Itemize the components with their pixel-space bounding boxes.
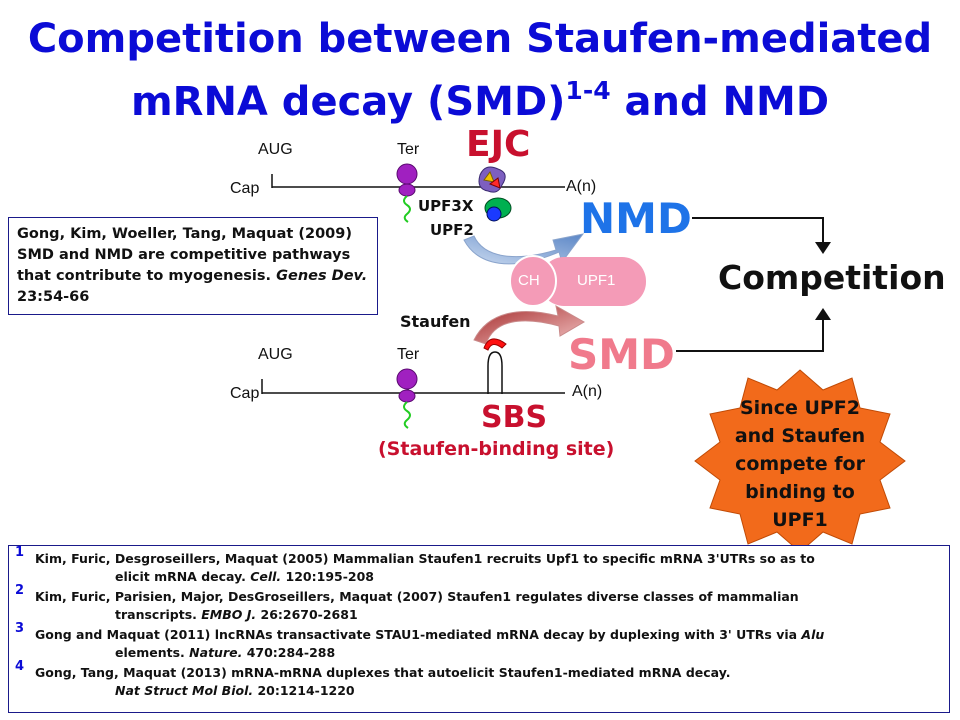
citation-box: Gong, Kim, Woeller, Tang, Maquat (2009) … xyxy=(8,217,378,315)
bottom-mrna xyxy=(261,368,565,429)
sbs-label: SBS xyxy=(481,400,548,435)
smd-label: SMD xyxy=(568,330,675,379)
competition-label: Competition xyxy=(718,258,946,297)
ribosome-bottom xyxy=(396,368,418,429)
competition-connectors xyxy=(676,217,831,352)
title-line-1: Competition between Staufen-mediated xyxy=(27,16,933,62)
top-mrna xyxy=(271,163,565,223)
bottom-poly-a-label: A(n) xyxy=(572,383,603,400)
references-box: 1 Kim, Furic, Desgroseillers, Maquat (20… xyxy=(8,545,950,713)
top-poly-a-label: A(n) xyxy=(566,178,597,195)
sbs-full-label: (Staufen-binding site) xyxy=(378,438,615,460)
bottom-ter-label: Ter xyxy=(397,346,420,363)
ejc-label: EJC xyxy=(466,124,531,165)
reference-1: 1 Kim, Furic, Desgroseillers, Maquat (20… xyxy=(15,545,815,584)
ejc-complex xyxy=(478,166,512,222)
bottom-aug-label: AUG xyxy=(258,346,293,363)
starburst-text: Since UPF2 and Staufen compete for bindi… xyxy=(734,397,866,531)
upf1-complex[interactable] xyxy=(509,255,646,307)
staufen-label: Staufen xyxy=(400,312,471,331)
top-cap-label: Cap xyxy=(230,180,260,197)
ch-domain-label: CH xyxy=(518,272,540,289)
reference-4: 4 Gong, Tang, Maquat (2013) mRNA-mRNA du… xyxy=(15,659,731,698)
ribosome-top xyxy=(396,163,418,223)
arrow-to-smd xyxy=(473,305,585,345)
bottom-cap-label: Cap xyxy=(230,385,260,402)
staufen-protein xyxy=(483,338,507,351)
sbs-stem-loop xyxy=(487,351,503,394)
top-ter-label: Ter xyxy=(397,141,420,158)
top-aug-label: AUG xyxy=(258,141,293,158)
upf2-label: UPF2 xyxy=(430,221,474,239)
upf1-label: UPF1 xyxy=(577,272,616,289)
reference-2: 2 Kim, Furic, Parisien, Major, DesGrosei… xyxy=(15,583,799,622)
title-superscript: 1-4 xyxy=(565,76,611,105)
title-line-2: mRNA decay (SMD)1-4 and NMD xyxy=(130,76,830,125)
citation-journal: Genes Dev. xyxy=(276,268,368,284)
reference-3: 3 Gong and Maquat (2011) lncRNAs transac… xyxy=(15,621,825,660)
nmd-label: NMD xyxy=(580,194,692,243)
upf3x-label: UPF3X xyxy=(418,197,474,215)
